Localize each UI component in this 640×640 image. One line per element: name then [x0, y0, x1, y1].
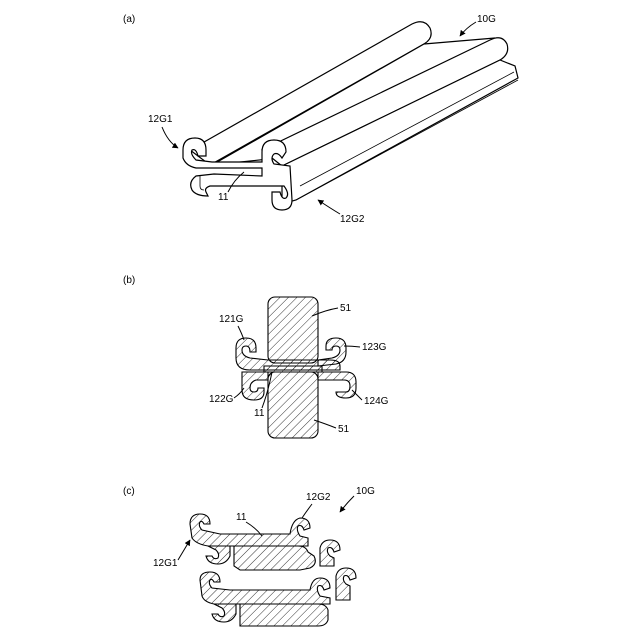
leader-12g2-a	[318, 200, 340, 214]
upper-clip-left-hook	[206, 546, 230, 564]
figure-b: (b) 51 121G 123G 122G 11 124G 51	[123, 275, 389, 438]
label-123g: 123G	[362, 342, 387, 353]
label-10g-c: 10G	[356, 486, 375, 497]
lower-left-hook-122g	[242, 372, 268, 400]
leader-10g-c	[340, 496, 354, 512]
web-11-b	[264, 366, 322, 372]
leader-121g	[238, 326, 244, 340]
lower-clip-c	[200, 568, 356, 626]
lower-clip-right-hook	[336, 568, 356, 600]
upper-clip-lower-web	[234, 546, 315, 570]
label-122g: 122G	[209, 394, 234, 405]
label-11-b: 11	[254, 408, 265, 419]
panel-label-a: (a)	[123, 14, 135, 25]
isometric-rail-body	[183, 22, 518, 210]
upper-clip-right-hook	[320, 540, 340, 566]
leader-12g1-a	[162, 127, 178, 148]
label-124g: 124G	[364, 396, 389, 407]
label-51-top: 51	[340, 303, 352, 314]
label-12g1-c: 12G1	[153, 558, 178, 569]
upper-clip-c	[190, 514, 340, 570]
label-12g1-a: 12G1	[148, 114, 173, 125]
leader-10g-a	[460, 22, 476, 36]
upper-clip-top-web	[190, 514, 310, 546]
leader-12g1-c	[178, 540, 190, 560]
lower-right-hook-124g	[318, 372, 356, 398]
panel-label-c: (c)	[123, 486, 135, 497]
lower-clip-bottom-web	[240, 604, 328, 626]
leader-12g2-c	[302, 504, 312, 518]
figure-a: (a) 10G 12G1 11 12G2	[123, 14, 518, 225]
label-12g2-c: 12G2	[306, 492, 331, 503]
panel-label-b: (b)	[123, 275, 135, 286]
lower-block-51	[268, 372, 318, 438]
upper-block-51	[268, 297, 318, 363]
upper-right-hook-123g	[318, 338, 346, 366]
label-121g: 121G	[219, 314, 244, 325]
label-12g2-a: 12G2	[340, 214, 365, 225]
label-11-c: 11	[236, 512, 247, 523]
label-51-bottom: 51	[338, 424, 350, 435]
label-11-a: 11	[218, 192, 229, 203]
figure-c: (c) 11 12G2 10G 12G1	[123, 486, 375, 626]
lower-clip-left-hook	[212, 604, 236, 622]
lower-clip-top-web	[200, 572, 330, 604]
label-10g-a: 10G	[477, 14, 496, 25]
